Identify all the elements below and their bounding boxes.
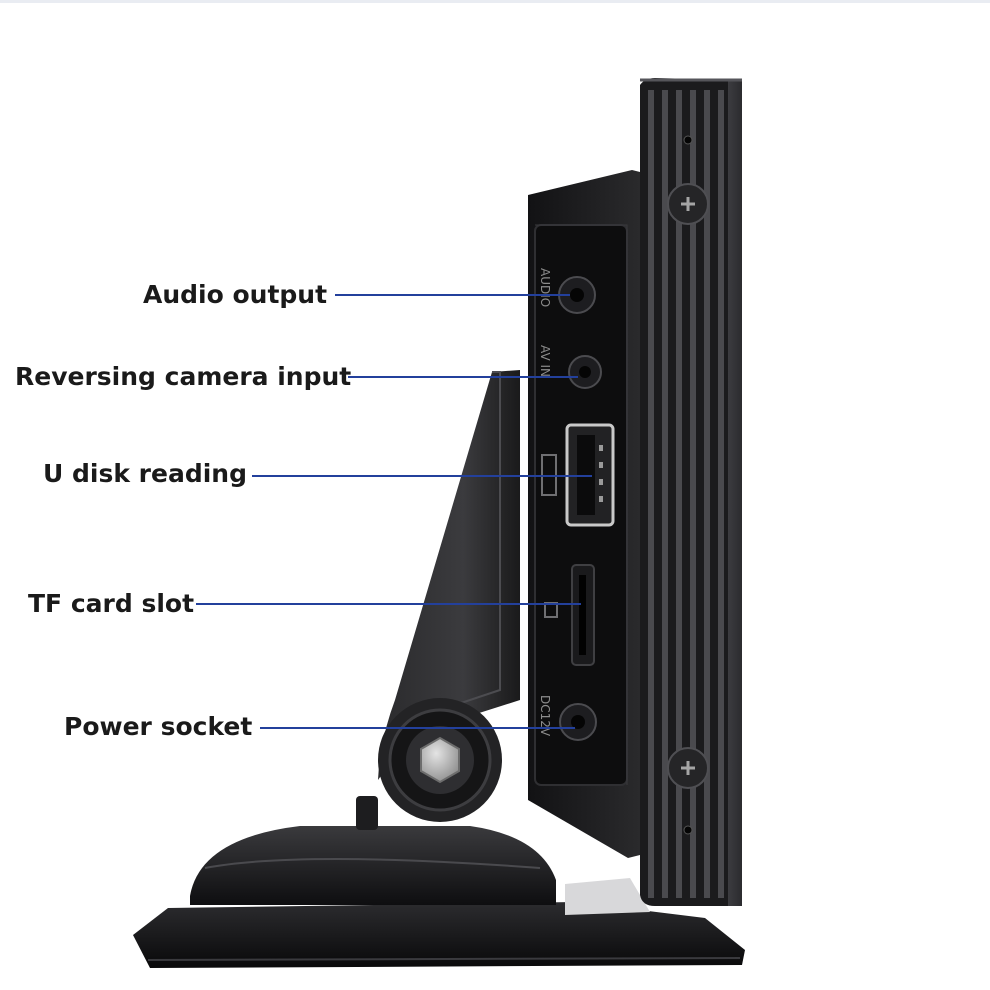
power-socket-leader-line (260, 727, 575, 729)
cooling-rib (676, 90, 682, 898)
u-disk-reading-leader-line (252, 475, 592, 477)
top-divider (0, 0, 990, 3)
cooling-rib (690, 90, 696, 898)
suction-base (133, 796, 745, 968)
cooling-ribs (648, 90, 724, 898)
tf-slot-icon (544, 564, 595, 666)
port-label-av-in: AV IN (538, 345, 552, 377)
cooling-rib (718, 90, 724, 898)
cooling-rib (704, 90, 710, 898)
dc-jack-icon (559, 703, 597, 741)
av-in-jack-icon (568, 355, 602, 389)
mounting-arm (378, 370, 520, 822)
cooling-rib (662, 90, 668, 898)
audio-output-label: Audio output (143, 280, 328, 309)
u-disk-reading-label: U disk reading (43, 459, 247, 488)
power-socket-label: Power socket (64, 712, 253, 741)
tf-card-slot-leader-line (196, 603, 581, 605)
reset-hole-icon (683, 825, 693, 835)
screw-bottom-icon (667, 747, 709, 789)
hinge-bolt-icon (420, 736, 460, 784)
port-label-dc: DC12V (538, 695, 552, 737)
reversing-camera-input-label: Reversing camera input (15, 362, 352, 391)
cooling-rib (648, 90, 654, 898)
mic-hole-icon (683, 135, 693, 145)
port-label-audio: AUDIO (538, 268, 552, 307)
audio-output-leader-line (335, 294, 570, 296)
screw-top-icon (667, 183, 709, 225)
reversing-camera-input-leader-line (348, 376, 578, 378)
screen-body (640, 78, 742, 906)
tf-card-slot-label: TF card slot (28, 589, 195, 618)
